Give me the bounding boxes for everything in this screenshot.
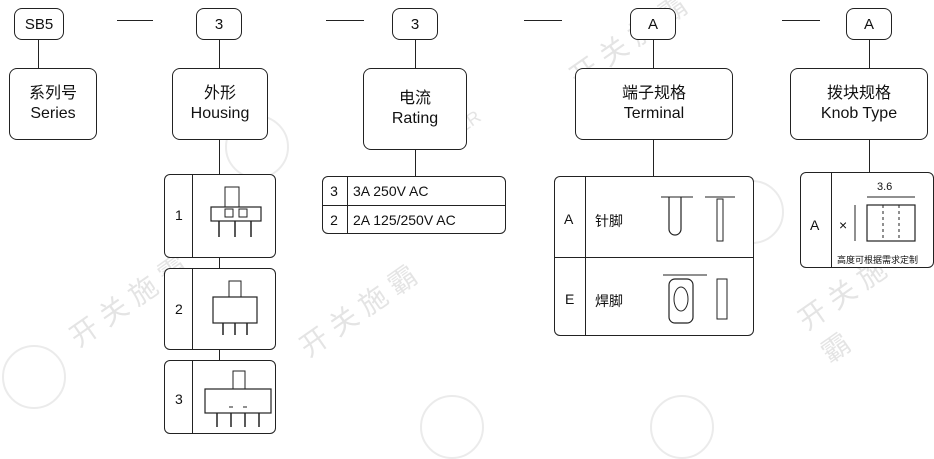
terminal-label-box: 端子规格 Terminal	[575, 68, 733, 140]
connector	[219, 258, 221, 268]
connector	[415, 150, 417, 176]
watermark-seal	[650, 395, 714, 459]
series-label-zh: 系列号	[28, 85, 77, 102]
code-dash	[524, 20, 562, 22]
divider	[585, 177, 587, 335]
code-dash	[326, 20, 364, 22]
connector	[219, 140, 221, 174]
watermark-seal	[2, 345, 66, 409]
divider	[192, 361, 194, 433]
code-box-terminal: A	[630, 8, 676, 40]
housing-option-label: 3	[175, 391, 183, 407]
connector	[653, 40, 655, 68]
knob-table: A × 3.6 高度可根据需求定制	[800, 172, 934, 268]
rating-label-box: 电流 Rating	[363, 68, 467, 150]
knob-label-en: Knob Type	[820, 105, 898, 122]
rating-code: 3	[330, 183, 338, 199]
housing-label-en: Housing	[190, 105, 250, 122]
rating-table: 3 3A 250V AC 2 2A 125/250V AC	[322, 176, 506, 234]
housing-option-3: 3	[164, 360, 276, 434]
switch-drawing-3	[204, 370, 272, 427]
rating-label-en: Rating	[391, 110, 439, 127]
housing-option-label: 2	[175, 301, 183, 317]
code-box-housing: 3	[196, 8, 242, 40]
divider	[831, 173, 833, 267]
table-row: 3 3A 250V AC	[323, 177, 505, 205]
housing-option-label: 1	[175, 207, 183, 223]
connector	[219, 350, 221, 360]
housing-option-2: 2	[164, 268, 276, 350]
switch-drawing-1	[210, 186, 262, 237]
code-dash	[782, 20, 820, 22]
switch-drawing-2	[212, 280, 258, 335]
connector	[653, 140, 655, 176]
code-box-rating: 3	[392, 8, 438, 40]
knob-code: A	[810, 217, 820, 233]
series-label-en: Series	[30, 105, 76, 122]
terminal-value: 针脚	[595, 213, 623, 229]
watermark-seal	[420, 395, 484, 459]
connector	[219, 40, 221, 68]
table-row: 2 2A 125/250V AC	[323, 206, 505, 233]
divider	[192, 269, 194, 349]
divider	[192, 175, 194, 257]
knob-note: 高度可根据需求定制	[837, 255, 919, 265]
knob-drawing	[854, 196, 916, 242]
rating-code: 2	[330, 212, 338, 228]
divider	[555, 257, 753, 259]
rating-value: 3A 250V AC	[353, 183, 429, 199]
knob-height-mark: ×	[839, 217, 848, 233]
watermark-text: 开 关 施 霸	[294, 259, 423, 363]
code-box-series: SB5	[14, 8, 64, 40]
terminal-label-zh: 端子规格	[621, 85, 686, 102]
series-label-box: 系列号 Series	[9, 68, 97, 140]
knob-width-dim: 3.6	[877, 181, 893, 193]
solder-terminal-drawing	[663, 274, 728, 324]
code-dash	[117, 20, 153, 22]
connector	[869, 40, 871, 68]
divider	[323, 205, 505, 207]
rating-label-zh: 电流	[398, 90, 431, 107]
connector	[38, 40, 40, 68]
connector	[869, 140, 871, 172]
housing-label-zh: 外形	[203, 85, 236, 102]
knob-label-zh: 拨块规格	[826, 85, 891, 102]
terminal-code: A	[564, 211, 574, 227]
knob-label-box: 拨块规格 Knob Type	[790, 68, 928, 140]
terminal-value: 焊脚	[595, 293, 623, 309]
housing-option-1: 1	[164, 174, 276, 258]
connector	[415, 40, 417, 68]
rating-value: 2A 125/250V AC	[353, 212, 456, 228]
pin-terminal-drawing	[661, 196, 735, 242]
code-box-knob: A	[846, 8, 892, 40]
terminal-code: E	[565, 291, 575, 307]
terminal-table: A 针脚 E 焊脚	[554, 176, 754, 336]
terminal-label-en: Terminal	[623, 105, 685, 122]
housing-label-box: 外形 Housing	[172, 68, 268, 140]
